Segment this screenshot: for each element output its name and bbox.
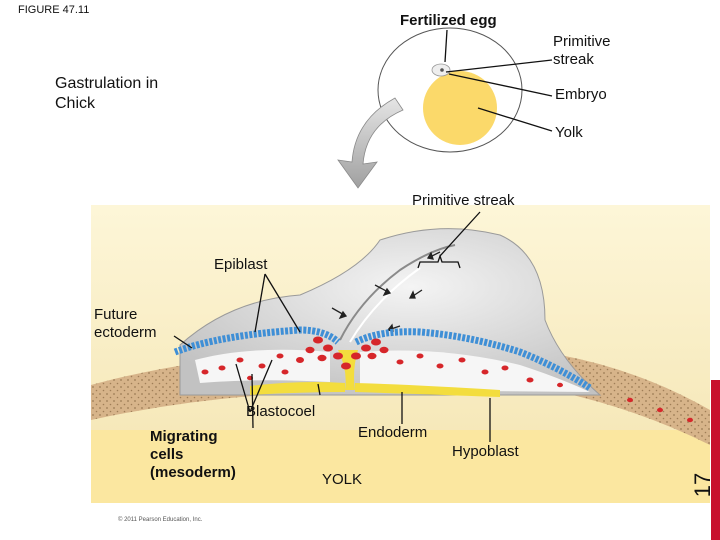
label-endoderm: Endoderm bbox=[358, 424, 428, 441]
primitive-streak-bracket bbox=[417, 253, 461, 269]
leader-lines bbox=[173, 273, 491, 442]
label-yolk-bottom: YOLK bbox=[322, 471, 363, 488]
cross-section bbox=[91, 205, 710, 503]
label-migrating-cells: Migrating cells (mesoderm) bbox=[150, 428, 236, 481]
label-hypoblast: Hypoblast bbox=[452, 443, 519, 460]
label-blastocoel: Blastocoel bbox=[246, 403, 316, 420]
curved-arrow-icon bbox=[337, 97, 404, 189]
endoderm-band bbox=[250, 382, 345, 395]
label-primitive-streak: Primitive streak bbox=[412, 192, 515, 209]
fertilized-egg-illustration bbox=[377, 27, 523, 153]
label-fertilized-egg: Fertilized egg bbox=[400, 12, 497, 29]
label-primitive-streak-top: Primitive streak bbox=[553, 33, 611, 68]
label-embryo: Embryo bbox=[555, 86, 607, 103]
diagram-title: Gastrulation in Chick bbox=[55, 75, 159, 112]
label-epiblast: Epiblast bbox=[214, 256, 268, 273]
slide-number: 17 bbox=[690, 472, 715, 498]
copyright-text: © 2011 Pearson Education, Inc. bbox=[118, 517, 203, 523]
label-future-ectoderm: Future ectoderm bbox=[94, 306, 157, 341]
epiblast-band bbox=[173, 326, 341, 356]
accent-bar bbox=[711, 380, 720, 540]
figure-label: FIGURE 47.11 bbox=[18, 4, 90, 16]
label-yolk: Yolk bbox=[555, 124, 583, 141]
yolk-circle bbox=[423, 71, 497, 145]
